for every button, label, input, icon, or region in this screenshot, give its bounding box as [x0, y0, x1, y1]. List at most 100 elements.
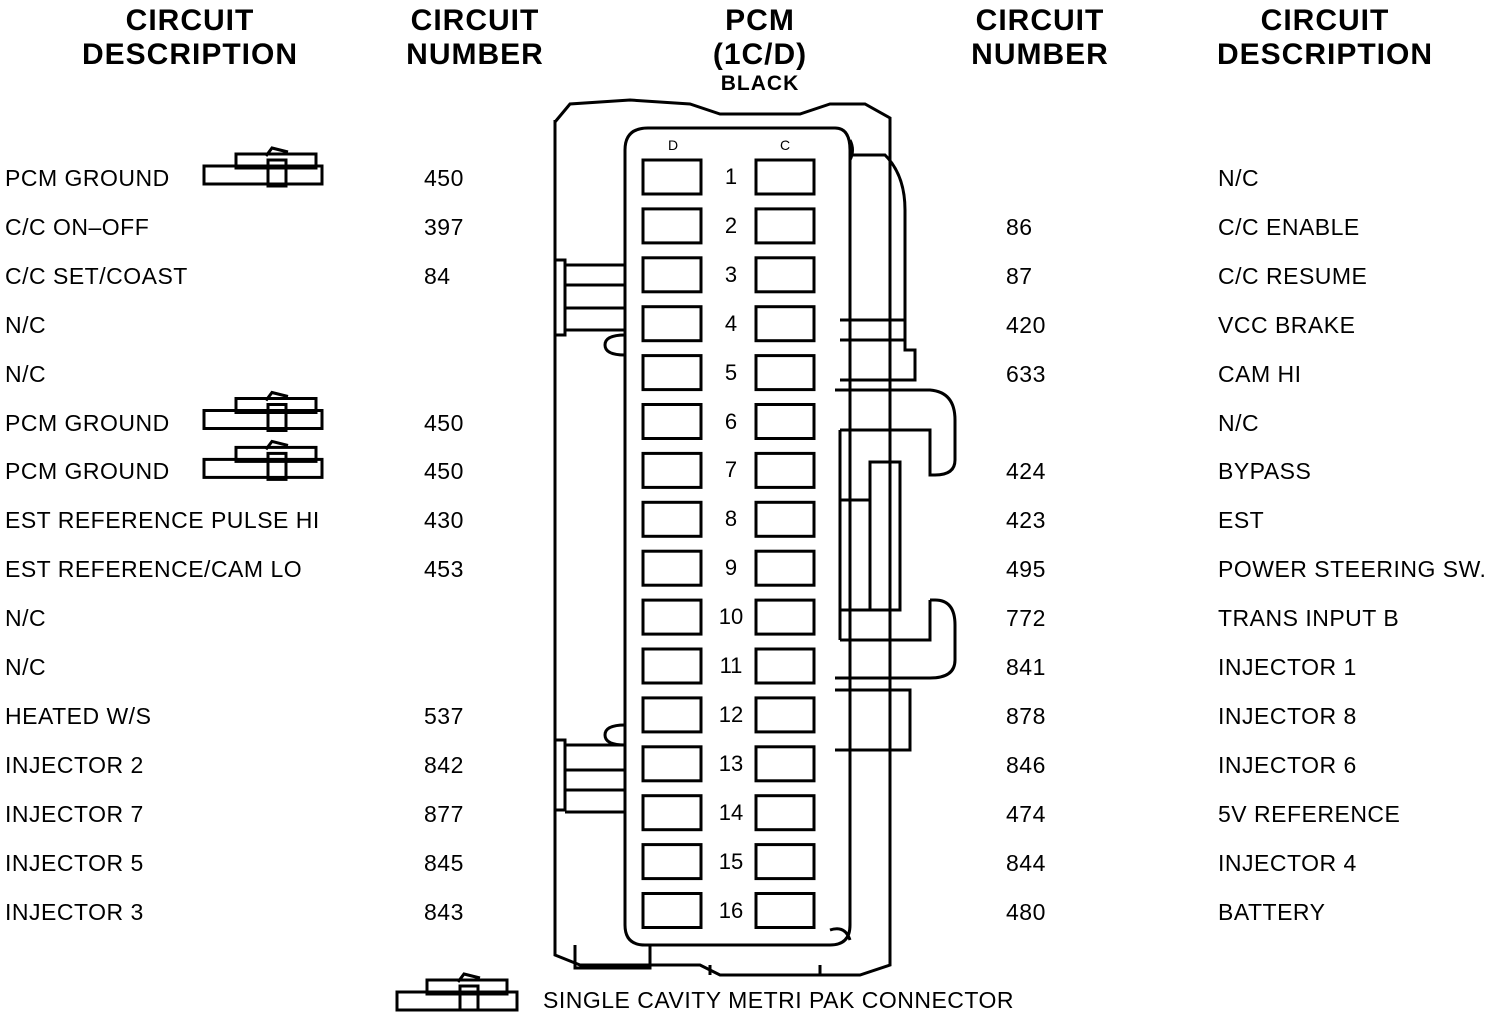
right-description: INJECTOR 6 [1218, 751, 1357, 778]
cavity-d-7 [641, 451, 703, 489]
right-description: N/C [1218, 409, 1260, 436]
right-description: C/C ENABLE [1218, 213, 1360, 240]
pin-number: 13 [718, 750, 744, 776]
left-circuit-number: 453 [424, 556, 464, 583]
cavity-c-8 [754, 500, 816, 538]
cavity-c-13 [754, 745, 816, 783]
metri-pak-connector-icon [202, 439, 324, 481]
right-description: INJECTOR 1 [1218, 654, 1357, 680]
left-description: EST REFERENCE PULSE HI [5, 507, 320, 534]
left-circuit-number: 450 [424, 409, 464, 436]
pin-number: 10 [718, 604, 744, 630]
cavity-label-d: D [668, 137, 679, 153]
right-description: EST [1218, 507, 1265, 534]
pin-number: 12 [718, 701, 744, 727]
left-description: INJECTOR 5 [5, 849, 144, 876]
cavity-d-16 [641, 892, 703, 929]
right-circuit-number: 480 [1006, 898, 1046, 925]
left-circuit-number: 430 [424, 507, 464, 534]
pin-number: 4 [724, 310, 738, 336]
left-description: INJECTOR 7 [5, 800, 144, 827]
cavity-c-16 [754, 892, 816, 929]
cavity-d-15 [641, 843, 703, 881]
pin-number: 6 [724, 408, 738, 434]
right-circuit-number: 424 [1006, 458, 1046, 485]
right-circuit-number: 878 [1006, 702, 1046, 729]
cavity-c-14 [754, 794, 816, 832]
pin-number: 11 [719, 653, 743, 678]
right-circuit-number: 86 [1006, 213, 1033, 240]
right-circuit-number: 846 [1006, 751, 1046, 778]
cavity-c-10 [754, 598, 816, 636]
pin-number: 8 [724, 506, 738, 532]
right-description: 5V REFERENCE [1218, 800, 1401, 827]
header-left-number: CIRCUIT NUMBER [406, 4, 544, 71]
pin-number: 5 [724, 359, 738, 385]
right-description: N/C [1218, 165, 1260, 191]
cavity-d-14 [641, 794, 703, 832]
cavity-d-6 [641, 403, 703, 440]
cavity-d-10 [641, 598, 703, 636]
cavity-c-4 [754, 305, 816, 343]
pin-number: 9 [724, 555, 738, 581]
cavity-d-5 [641, 354, 703, 392]
left-description: N/C [5, 654, 47, 680]
pin-number: 14 [718, 799, 744, 825]
right-circuit-number: 495 [1006, 556, 1046, 583]
left-description: C/C ON–OFF [5, 213, 150, 240]
cavity-c-9 [754, 549, 816, 587]
cavity-c-7 [754, 451, 816, 489]
right-description: CAM HI [1218, 360, 1302, 387]
right-circuit-number: 841 [1006, 654, 1046, 680]
left-description: PCM GROUND [5, 458, 170, 485]
left-circuit-number: 877 [424, 800, 464, 827]
cavity-d-3 [641, 256, 703, 294]
pin-number: 3 [724, 261, 738, 287]
left-circuit-number: 537 [424, 702, 464, 729]
left-description: EST REFERENCE/CAM LO [5, 556, 303, 583]
right-description: VCC BRAKE [1218, 311, 1356, 338]
right-circuit-number: 633 [1006, 360, 1046, 387]
cavity-c-6 [754, 403, 816, 440]
right-description: C/C RESUME [1218, 262, 1368, 289]
metri-pak-connector-icon [395, 972, 519, 1012]
right-circuit-number: 772 [1006, 605, 1046, 632]
right-circuit-number: 844 [1006, 849, 1046, 876]
cavity-c-11 [754, 647, 816, 685]
right-circuit-number: 423 [1006, 507, 1046, 534]
left-circuit-number: 84 [424, 262, 451, 289]
cavity-c-3 [754, 256, 816, 294]
legend-text: SINGLE CAVITY METRI PAK CONNECTOR [543, 987, 1015, 1013]
cavity-c-15 [754, 843, 816, 881]
pin-number: 16 [718, 897, 744, 923]
right-circuit-number: 87 [1006, 262, 1033, 289]
cavity-c-12 [754, 696, 816, 734]
right-description: TRANS INPUT B [1218, 605, 1400, 632]
header-left-description: CIRCUIT DESCRIPTION [81, 4, 299, 71]
right-description: INJECTOR 8 [1218, 702, 1357, 729]
metri-pak-connector-icon [202, 146, 324, 188]
left-circuit-number: 842 [424, 751, 464, 778]
left-description: C/C SET/COAST [5, 262, 188, 289]
header-right-number: CIRCUIT NUMBER [971, 4, 1109, 71]
left-description: N/C [5, 360, 47, 387]
left-circuit-number: 845 [424, 849, 464, 876]
metri-pak-connector-icon [202, 390, 324, 432]
right-description: BATTERY [1218, 898, 1326, 925]
left-description: HEATED W/S [5, 702, 152, 729]
cavity-d-12 [641, 696, 703, 734]
left-circuit-number: 450 [424, 165, 464, 191]
pin-number: 7 [724, 457, 738, 483]
cavity-c-1 [754, 158, 816, 196]
pin-number: 1 [724, 164, 738, 189]
cavity-d-11 [641, 647, 703, 685]
pin-number: 15 [718, 848, 744, 874]
left-circuit-number: 450 [424, 458, 464, 485]
cavity-d-13 [641, 745, 703, 783]
cavity-c-2 [754, 207, 816, 245]
left-description: PCM GROUND [5, 165, 170, 191]
left-circuit-number: 843 [424, 898, 464, 925]
cavity-d-1 [641, 158, 703, 196]
left-description: INJECTOR 2 [5, 751, 144, 778]
